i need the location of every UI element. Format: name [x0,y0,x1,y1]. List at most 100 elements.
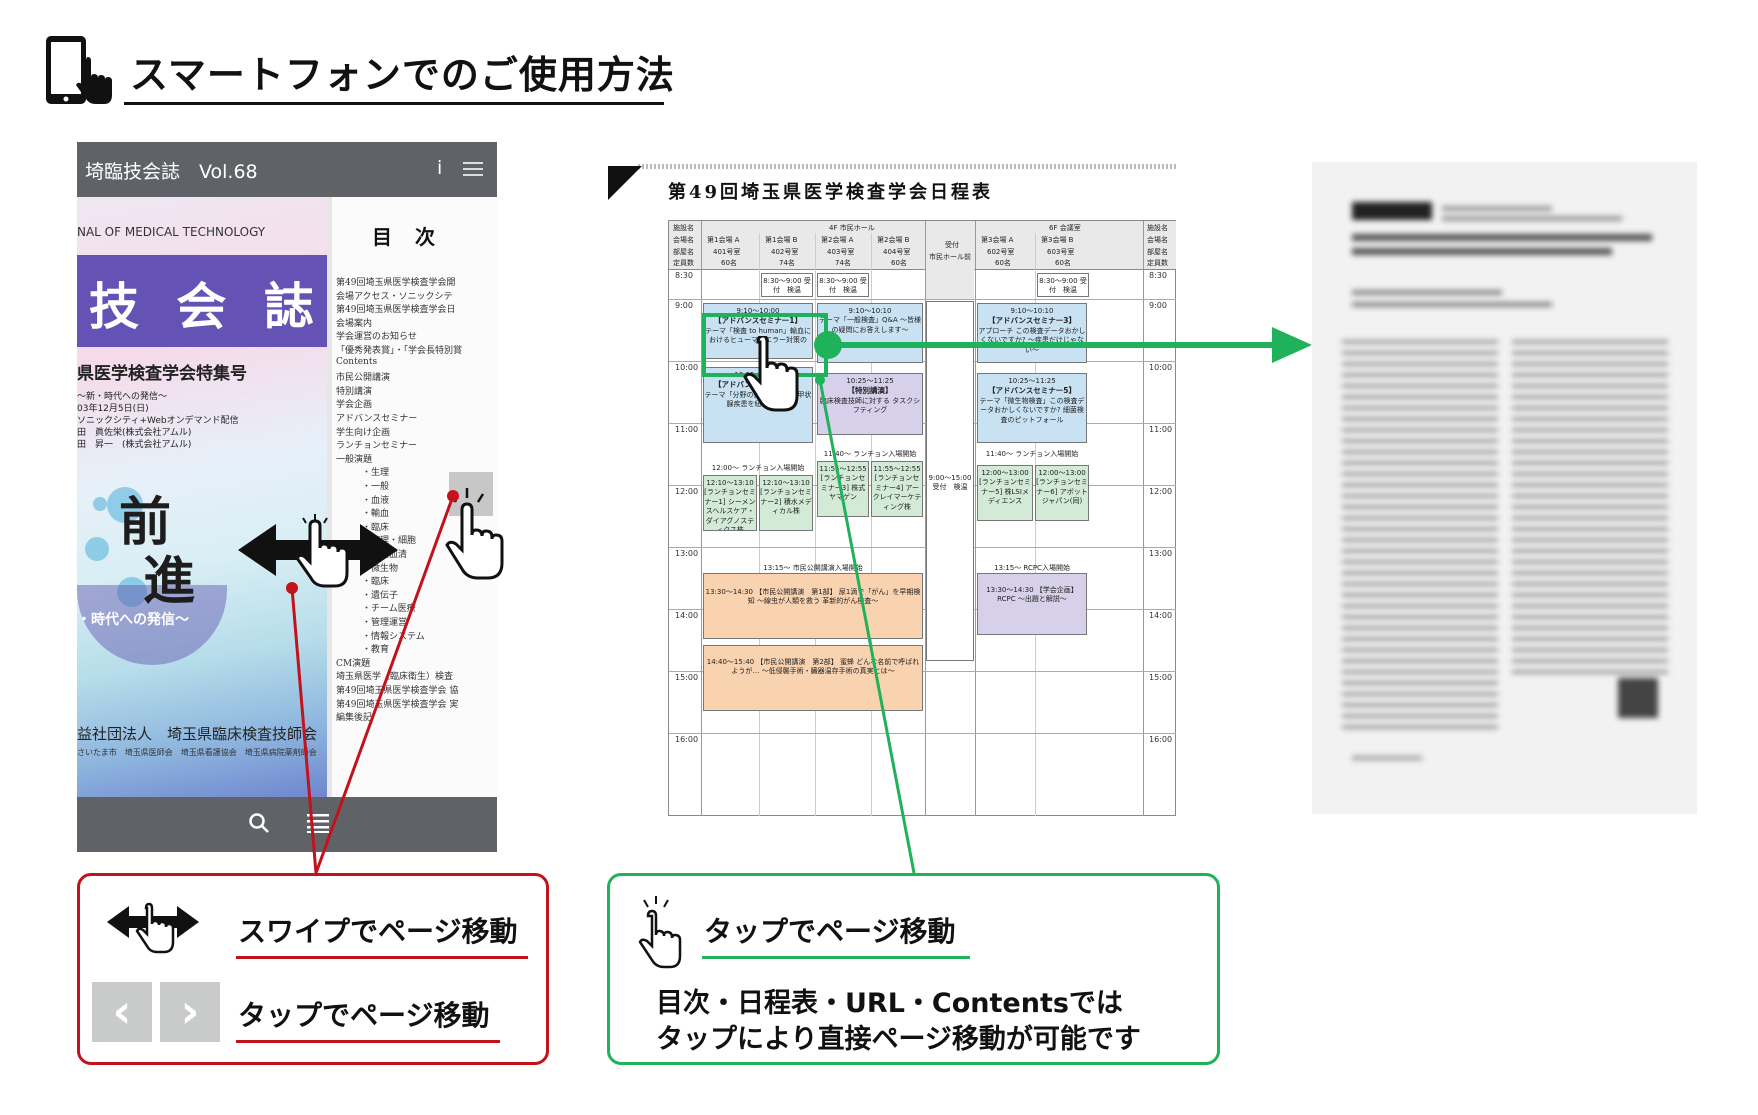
event-body: テーマ「微生物検査」この検査データおかしくないですか? 細菌検査のピットフォール [979,396,1085,424]
cover-line: 田 昇一 (株式会社アムル) [77,440,192,450]
event-registration[interactable]: 8:30〜9:00 受付 検温 [1037,273,1089,297]
grid-line [669,299,1176,300]
event-luncheon-6[interactable]: 12:00〜13:00 [ランチョンセミナー6] アボットジャパン(同) [1035,465,1089,521]
event-body: アプローチ この検査データおかしくないですか? 〜疾患だけじゃない〜 [978,326,1086,354]
time-label: 13:00 [675,549,699,558]
room-name: 402号室 [771,248,799,256]
time-label: 14:00 [1149,611,1173,620]
prev-page-button[interactable]: ‹ [92,982,152,1042]
toc-item[interactable]: 第49回埼玉県医学検査学会 協 [336,686,459,696]
rcpc-entry-label: 13:15〜 RCPC入場開始 [994,564,1070,572]
toc-item[interactable]: 埼玉県医学（臨床衛生）検査 [336,672,454,683]
event-luncheon-4[interactable]: 11:55〜12:55 [ランチョンセミナー4] アークレイマーケティング株 [871,461,923,517]
toc-item[interactable]: 第49回埼玉県医学検査学会日 [336,305,456,316]
toc-item[interactable]: 第49回埼玉県医学検査学会 実 [336,699,459,710]
event-luncheon-3[interactable]: 11:55〜12:55 [ランチョンセミナー3] 株式ヤマゲン [817,461,869,517]
room-hall: 第3会場 B [1041,236,1074,244]
time-label: 8:30 [1149,271,1167,280]
time-label: 16:00 [675,735,699,744]
next-page-button[interactable]: › [160,982,220,1042]
list-icon[interactable] [307,813,329,833]
toc-item[interactable]: アドバンスセミナー [336,414,418,424]
search-icon[interactable] [247,811,271,835]
event-advance-seminar-5[interactable]: 10:25〜11:25 【アドバンスセミナー5】 テーマ「微生物検査」この検査デ… [977,373,1087,443]
time-label: 10:00 [675,363,699,372]
room-hall: 第1会場 A [707,236,740,244]
cover-page[interactable]: NAL OF MEDICAL TECHNOLOGY 技 会 誌 県医学検査学会特… [77,197,327,797]
article-page-preview [1312,162,1697,814]
reception-header-fill [926,269,974,299]
toc-item[interactable]: 「優秀発表賞」・「学会長特別賞 [336,346,463,356]
toc-item[interactable]: 学会企画 [336,400,373,411]
room-name: 603号室 [1047,248,1075,256]
event-advance-seminar-3[interactable]: 9:10〜10:10 【アドバンスセミナー3】 アプローチ この検査データおかし… [977,303,1087,363]
swipe-tap-help-box: スワイプでページ移動 ‹ › タップでページ移動 [77,873,549,1065]
info-button[interactable]: i [437,157,443,179]
grid-line [815,233,816,816]
room-name: 403号室 [827,248,855,256]
article-text-line [1352,302,1552,307]
toc-item[interactable]: ・管理運営 [362,618,408,628]
tap-hand-icon [445,488,504,580]
event-qa[interactable]: 9:10〜10:10 テーマ「一般検査」Q&A 〜皆様の疑問にお答えします〜 [817,303,923,363]
room-cap: 60名 [721,259,737,267]
cover-line: 〜新・時代への発信〜 [77,392,168,402]
toc-item[interactable]: 会場アクセス・ソニックシテ [336,291,453,302]
row-label: 定員数 [1147,259,1168,267]
qr-code [1618,678,1658,718]
toc-item[interactable]: ・一般 [362,482,390,492]
toc-item[interactable]: ・教育 [362,645,390,656]
public-lecture-entry-label: 13:15〜 市民公開講演入場開始 [763,564,863,572]
help-description-line: 目次・日程表・URL・Contentsでは [656,988,1123,1019]
article-column [1512,340,1668,680]
event-luncheon-5[interactable]: 12:00〜13:00 [ランチョンセミナー5] 株LSIメディエンス [977,465,1033,521]
page-title: スマートフォンでのご使用方法 [130,53,675,97]
article-blurred-content [1312,162,1697,814]
toc-item[interactable]: 特別講演 [336,386,373,397]
toc-item[interactable]: ・生理 [362,468,390,479]
event-luncheon-1[interactable]: 12:10〜13:10 [ランチョンセミナー1] シーメンスヘルスケア・ダイアグ… [703,475,757,531]
time-label: 11:00 [1149,425,1173,434]
toc-item[interactable]: 一般演題 [336,454,373,465]
event-rcpc[interactable]: 13:30〜14:30 【学会企画】 RCPC 〜出題と解説〜 [977,573,1087,635]
toc-item[interactable]: 学会運営のお知らせ [336,332,417,343]
grid-line [669,547,1176,548]
event-public-lecture-2[interactable]: 14:40〜15:40 【市民公開講演 第2部】 蜜蜂 どんな名前で呼ばれようが… [703,645,923,711]
event-luncheon-2[interactable]: 12:10〜13:10 [ランチョンセミナー2] 積水メディカル株 [759,475,813,531]
toc-item[interactable]: 会場案内 [336,318,373,329]
toc-item[interactable]: CM演題 [336,658,371,669]
toc-item[interactable]: ・情報システム [362,631,425,642]
event-title: 【アドバンスセミナー5】 [988,386,1076,396]
time-label: 9:00 [675,301,693,310]
toc-item[interactable]: ランチョンセミナー [336,441,418,452]
article-header-block [1352,202,1432,220]
event-registration[interactable]: 8:30〜9:00 受付 検温 [761,273,813,297]
row-label: 定員数 [673,259,694,267]
toc-item[interactable]: 編集後記 [336,713,373,724]
menu-icon[interactable] [463,162,483,176]
tap-label: タップでページ移動 [704,915,956,948]
cover-slogan: ・時代への発信〜 [77,612,189,628]
toc-item[interactable]: Contents [336,356,378,367]
article-column [1342,340,1498,730]
schedule-page: 第49回埼玉県医学検査学会日程表 施設名 会場名 部屋名 定員数 4F 市民ホー… [608,148,1176,816]
event-public-lecture-1[interactable]: 13:30〜14:30 【市民公開講演 第1部】 尿1滴で「がん」を早期検知 〜… [703,573,923,639]
event-time: 9:10〜10:00 [736,307,780,315]
toc-item[interactable]: 第49回埼玉県医学検査学会開 [336,278,456,288]
row-label: 施設名 [673,224,694,232]
app-title: 埼臨技会誌 Vol.68 [85,161,258,183]
grid-line [701,221,702,816]
toc-item[interactable]: 学生向け企画 [336,427,391,438]
event-special-lecture[interactable]: 10:25〜11:25 【特別講演】 臨床検査技師に対する タスクシフティング [817,373,923,435]
toc-item[interactable]: 市民公開講演 [336,373,391,384]
event-reception[interactable] [926,301,974,661]
event-registration[interactable]: 8:30〜9:00 受付 検温 [817,273,869,297]
lunch-entry-label: 11:40〜 ランチョン入場開始 [823,450,917,458]
schedule-grid: 施設名 会場名 部屋名 定員数 4F 市民ホール 6F 会議室 施設名 会場名 … [668,220,1176,816]
toc-item[interactable]: ・血液 [362,495,390,506]
event-time: 10:25〜11:25 [1008,377,1056,385]
smartphone-touch-icon [46,36,112,104]
cover-decoration [107,487,143,523]
article-title-line [1352,234,1652,241]
article-footer [1352,756,1422,760]
